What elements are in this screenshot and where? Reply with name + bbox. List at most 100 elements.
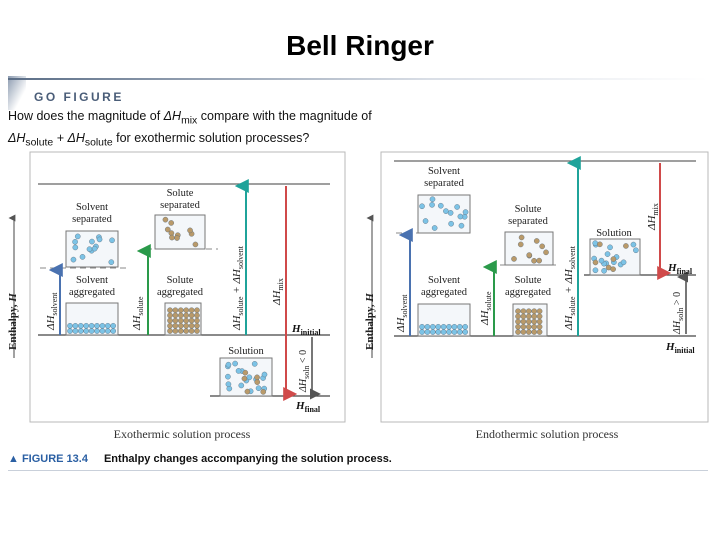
- solvent-particle: [435, 323, 442, 330]
- endo-panel-frame: [380, 151, 709, 423]
- solvent-particle: [99, 328, 106, 334]
- solute-particle: [172, 317, 179, 324]
- solute-particle: [518, 234, 525, 241]
- solute-particle: [172, 322, 179, 329]
- solute-particle: [515, 313, 521, 320]
- exo-label-dh-solvent: ΔHsolvent: [45, 292, 59, 331]
- go-figure-header: GO FIGURE: [8, 76, 708, 110]
- solute-particle: [172, 312, 179, 319]
- solute-particle: [168, 220, 175, 226]
- solute-particle: [172, 307, 179, 313]
- exo-panel-title: Exothermic solution process: [114, 427, 251, 441]
- solvent-particle: [74, 233, 81, 240]
- solute-particle: [183, 317, 189, 324]
- solvent-particle: [79, 254, 86, 260]
- solvent-particle: [89, 238, 95, 245]
- solute-particle: [183, 322, 189, 329]
- solvent-particle: [446, 329, 452, 335]
- solute-particle: [531, 318, 538, 325]
- solute-particle: [515, 308, 521, 314]
- solvent-particle: [96, 236, 103, 243]
- solvent-particle: [70, 256, 77, 263]
- solvent-particle: [443, 208, 449, 214]
- solute-particle: [536, 308, 543, 314]
- caption-divider: [8, 470, 708, 471]
- solute-particle: [177, 328, 184, 334]
- solvent-particle: [454, 204, 460, 210]
- exo-y-axis-label: Enthalpy, H: [7, 293, 19, 350]
- solute-particle: [177, 312, 184, 319]
- exo-label-h-final: Hfinal: [295, 400, 321, 414]
- solute-particle: [167, 322, 173, 329]
- solvent-particle: [67, 328, 73, 334]
- solute-particle: [515, 329, 521, 335]
- solvent-particle: [99, 322, 106, 329]
- solute-particle: [177, 322, 184, 329]
- solvent-particle: [448, 220, 454, 227]
- endo-label-dh-solvent: ΔHsolvent: [395, 294, 409, 333]
- solvent-particle: [108, 259, 115, 265]
- solute-particle: [167, 328, 173, 334]
- figure-number: ▲ FIGURE 13.4: [8, 453, 88, 465]
- solute-particle: [183, 312, 189, 319]
- solute-particle: [543, 249, 549, 256]
- solvent-particle: [429, 202, 435, 208]
- solvent-particle: [462, 209, 469, 215]
- solvent-particle: [419, 203, 425, 210]
- solute-particle: [520, 308, 527, 314]
- endo-particles: [419, 196, 639, 335]
- solute-particle: [177, 307, 184, 313]
- solute-particle: [515, 318, 521, 325]
- solute-particle: [536, 329, 543, 335]
- solute-particle: [526, 329, 532, 335]
- solvent-particle: [72, 328, 79, 334]
- solvent-particle: [458, 222, 465, 229]
- solute-particle: [172, 328, 179, 334]
- endo-label-h-initial: Hinitial: [665, 341, 695, 355]
- solute-particle: [623, 243, 629, 249]
- solute-particle: [254, 379, 261, 385]
- solute-particle: [526, 252, 533, 258]
- solvent-particle: [94, 322, 100, 329]
- solute-particle: [533, 238, 540, 244]
- solvent-particle: [457, 213, 464, 220]
- solute-particle: [242, 369, 249, 376]
- solvent-particle: [440, 323, 447, 330]
- page-title: Bell Ringer: [286, 30, 434, 61]
- solute-particle: [167, 317, 173, 324]
- solute-particle: [520, 318, 527, 325]
- figure-caption-text: Enthalpy changes accompanying the soluti…: [103, 453, 392, 465]
- endo-label-dh-soln: ΔHsoln > 0: [672, 292, 685, 335]
- solvent-particle: [598, 257, 605, 264]
- solute-particle: [520, 329, 527, 335]
- solute-particle: [194, 312, 200, 319]
- exo-label-dh-soln: ΔHsoln < 0: [298, 350, 311, 393]
- solvent-particle: [86, 246, 93, 252]
- solvent-particle: [424, 323, 431, 330]
- solute-particle: [188, 322, 195, 329]
- solute-particle: [164, 226, 171, 233]
- exo-label-dh-solute: ΔHsolute: [131, 296, 145, 331]
- solvent-particle: [630, 241, 637, 248]
- question-text-1: How does the magnitude of: [8, 109, 164, 123]
- solute-particle: [526, 308, 532, 314]
- solute-particle: [167, 312, 173, 319]
- solvent-particle: [431, 225, 438, 231]
- solute-particle: [194, 328, 200, 334]
- exo-particles: [67, 216, 268, 395]
- solvent-particle: [83, 322, 89, 329]
- solvent-particle: [91, 245, 98, 252]
- solvent-particle: [261, 371, 268, 378]
- solute-particle: [526, 313, 532, 320]
- exo-label-dh-mix: ΔHmix: [271, 278, 285, 306]
- solvent-particle: [419, 323, 425, 330]
- exo-label-solution: Solution: [228, 346, 264, 357]
- solvent-particle: [232, 360, 238, 367]
- solvent-particle: [88, 328, 95, 334]
- solvent-particle: [620, 259, 627, 266]
- solute-particle: [536, 318, 543, 325]
